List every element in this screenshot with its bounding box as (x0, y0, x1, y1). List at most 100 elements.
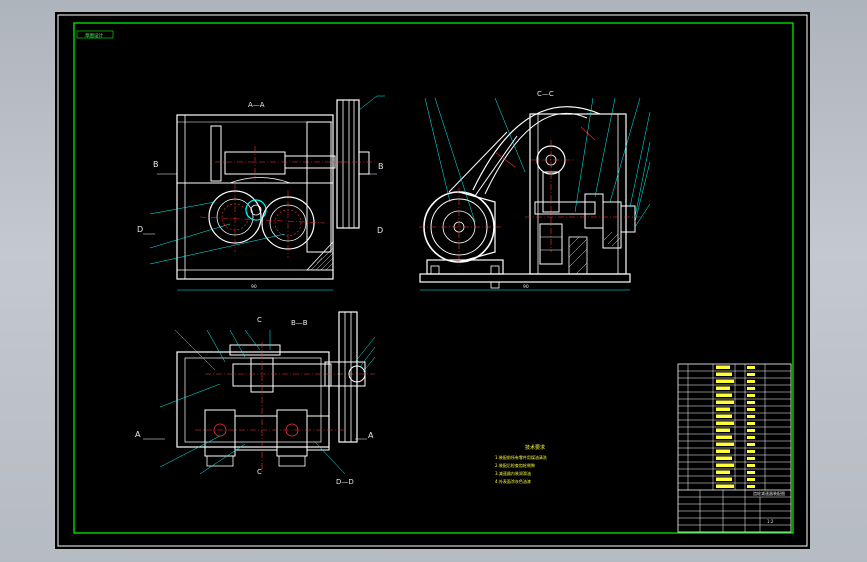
parts-row-qty-mark (747, 422, 755, 425)
notes-line-1: 1.装配前所有零件用煤油清洗 (495, 454, 547, 460)
parts-list-yellow-entries (716, 365, 755, 488)
pulley-outer (336, 99, 360, 229)
bb-lower-center (234, 415, 278, 451)
parts-row-name-mark (716, 400, 734, 404)
parts-row-name-mark (716, 421, 734, 425)
cam-arc-inner (484, 113, 588, 195)
parts-row-qty-mark (747, 394, 755, 397)
pulley-hub (358, 151, 370, 175)
bb-lower-right-gear (306, 415, 330, 451)
bb-nut (348, 365, 366, 383)
lower-block-hatch (568, 236, 588, 275)
parts-row-name-mark (716, 386, 730, 390)
parts-row-qty-mark (747, 436, 755, 439)
cross-shaft (534, 201, 596, 215)
view-c-c-title: C—C (537, 90, 554, 98)
leaders-b-b (159, 329, 376, 475)
bb-lower-right-bearing (276, 409, 308, 457)
parts-row-qty-mark (747, 373, 755, 376)
drawing-frame (73, 22, 794, 534)
notes-line-2: 2.装配后检查齿轮侧隙 (495, 462, 535, 468)
parts-row-name-mark (716, 484, 734, 488)
parts-row-qty-mark (747, 478, 755, 481)
left-post (210, 125, 222, 182)
parts-row-name-mark (716, 477, 732, 481)
bb-lower-left-bearing (204, 409, 236, 457)
bb-shaft (232, 363, 332, 387)
frame-tag-text: 草图设计 (85, 32, 103, 39)
parts-row-qty-mark (747, 457, 755, 460)
parts-row-name-mark (716, 379, 734, 383)
parts-row-qty-mark (747, 380, 755, 383)
parts-row-name-mark (716, 442, 734, 446)
parts-row-qty-mark (747, 443, 755, 446)
hatched-corner (306, 240, 334, 271)
base-foot-nut (490, 281, 500, 289)
parts-row-qty-mark (747, 464, 755, 467)
section-c-top: C (257, 316, 262, 324)
parts-row-name-mark (716, 449, 730, 453)
view-a-a-dimension: 90 (251, 284, 257, 290)
section-a-left: A (135, 430, 141, 439)
parts-row-name-mark (716, 463, 734, 467)
cad-drawing-canvas[interactable]: 草图设计 A—A (55, 12, 810, 549)
parts-row-name-mark (716, 414, 732, 418)
notes-line-3: 3.减速器内装润滑油 (495, 470, 531, 476)
section-d-left: D (137, 225, 143, 234)
slider-block (539, 223, 563, 265)
section-dd-label: D—D (336, 478, 354, 486)
title-block (678, 489, 791, 532)
section-d-right: D (377, 226, 383, 235)
cad-viewport[interactable]: 草图设计 A—A (55, 12, 810, 549)
crank-arm (229, 177, 291, 184)
parts-row-qty-mark (747, 408, 755, 411)
view-b-b-title: B—B (291, 319, 308, 327)
belt-lower (474, 135, 518, 197)
housing-outline (176, 114, 334, 280)
bearing-hatch (603, 231, 621, 247)
section-b-left: B (153, 160, 159, 169)
parts-row-name-mark (716, 428, 730, 432)
parts-list-table (677, 363, 792, 533)
sheet-outer-border (57, 14, 808, 547)
center-pinion-core (250, 204, 262, 216)
motor-body-right (458, 191, 496, 263)
base-plate (419, 273, 631, 283)
parts-row-name-mark (716, 435, 732, 439)
parts-row-qty-mark (747, 387, 755, 390)
bb-lower-feet-right (278, 455, 306, 467)
frame-tag-box (76, 30, 114, 39)
section-c-bottom: C (257, 468, 262, 476)
view-c-c: C—C 90 (419, 90, 651, 291)
parts-row-qty-mark (747, 471, 755, 474)
right-bearing-block (306, 121, 332, 253)
parts-row-qty-mark (747, 415, 755, 418)
notes-title: 技术要求 (525, 444, 545, 451)
view-b-b: B—B C C A A D—D (135, 311, 376, 486)
parts-row-qty-mark (747, 450, 755, 453)
parts-row-name-mark (716, 470, 730, 474)
belt-upper (448, 131, 508, 193)
bb-housing (176, 351, 330, 448)
connecting-rod (542, 171, 560, 213)
bearing-right-1 (584, 193, 604, 229)
shaft-end-cap (620, 205, 636, 233)
technical-notes: 技术要求 1.装配前所有零件用煤油清洗 2.装配后检查齿轮侧隙 3.减速器内装润… (495, 444, 547, 484)
parts-row-qty-mark (747, 401, 755, 404)
parts-row-qty-mark (747, 485, 755, 488)
leaders-c-c (424, 97, 651, 228)
parts-row-name-mark (716, 407, 730, 411)
title-block-scale: 1:2 (767, 519, 774, 524)
parts-row-name-mark (716, 456, 732, 460)
section-b-right: B (378, 162, 384, 171)
section-a-right: A (368, 431, 374, 440)
parts-row-name-mark (716, 372, 732, 376)
bb-pulley (338, 311, 358, 443)
motor-foot-bolt-r (490, 265, 500, 275)
gear-centerline-h (199, 216, 326, 224)
title-block-name: 齿轮减速器装配图 (753, 490, 785, 496)
motor-foot (426, 259, 504, 275)
leaders-a-a (149, 95, 385, 265)
bb-lower-feet-left (206, 455, 234, 467)
motor-foot-bolt-l (430, 265, 440, 275)
